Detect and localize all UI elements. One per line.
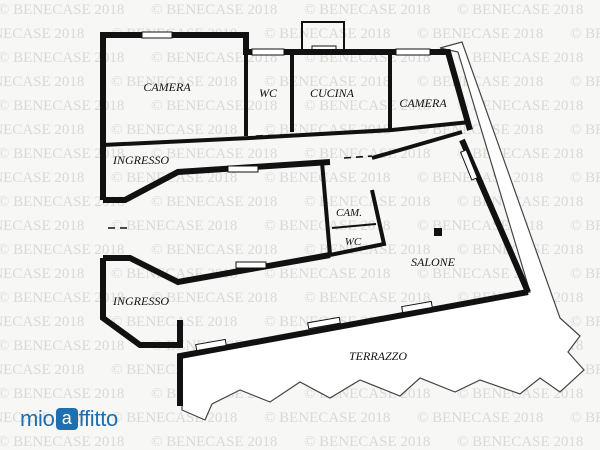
logo-badge-icon: a xyxy=(55,408,78,430)
room-label-wc-1: WC xyxy=(259,86,278,100)
watermark-text: © BENECASE 2018 xyxy=(570,122,600,138)
room-label-cucina: CUCINA xyxy=(310,86,355,100)
watermark-text: © BENECASE 2018 xyxy=(0,194,124,210)
door-wc xyxy=(255,134,283,137)
watermark-text: © BENECASE 2018 xyxy=(457,2,583,18)
window-east xyxy=(459,149,479,181)
watermark-text: © BENECASE 2018 xyxy=(457,98,583,114)
room-label-camera-1: CAMERA xyxy=(143,80,191,94)
watermark-text: © BENECASE 2018 xyxy=(111,170,237,186)
watermark-text: © BENECASE 2018 xyxy=(111,122,237,138)
room-labels: CAMERA WC CUCINA CAMERA INGRESSO CAM. WC SALONE… xyxy=(112,80,456,363)
watermark-text: © BENECASE 2018 xyxy=(0,50,124,66)
watermark-text: © BENECASE 2018 xyxy=(0,338,124,354)
watermark-text: © BENECASE 2018 xyxy=(417,26,543,42)
outer-wall-south xyxy=(177,289,529,406)
watermark-text: © BENECASE 2018 xyxy=(151,2,277,18)
watermark-text: © BENECASE 2018 xyxy=(417,74,543,90)
window-salone xyxy=(235,261,267,269)
watermark-text: © BENECASE 2018 xyxy=(417,266,543,282)
watermark-text: © BENECASE 2018 xyxy=(304,194,430,210)
watermark-text: © BENECASE 2018 xyxy=(151,242,277,258)
watermark-text: © BENECASE 2018 xyxy=(151,146,277,162)
watermark-text: © BENECASE 2018 xyxy=(417,410,543,426)
watermark-text: © BENECASE 2018 xyxy=(0,434,124,450)
watermark-text: © BENECASE 2018 xyxy=(457,434,583,450)
watermark-text: © BENECASE 2018 xyxy=(151,434,277,450)
outer-wall-east xyxy=(459,138,531,294)
watermark-text: © BENECASE 2018 xyxy=(304,434,430,450)
watermark-text: © BENECASE 2018 xyxy=(0,98,124,114)
watermark-text: © BENECASE 2018 xyxy=(570,218,600,234)
partition-rooms-south xyxy=(102,120,471,147)
watermark-text: © BENECASE 2018 xyxy=(0,74,84,90)
watermark-text: © BENECASE 2018 xyxy=(111,74,237,90)
logo-prefix: mio xyxy=(20,406,55,431)
balcony-top xyxy=(301,21,345,50)
watermark-text: © BENECASE 2018 xyxy=(304,2,430,18)
watermark-text: © BENECASE 2018 xyxy=(570,74,600,90)
watermark-text: © BENECASE 2018 xyxy=(0,362,84,378)
window-south-2 xyxy=(307,316,341,330)
terrace-outline xyxy=(181,41,585,421)
watermark-text: © BENECASE 2018 xyxy=(264,266,390,282)
watermark-text: © BENECASE 2018 xyxy=(264,26,390,42)
window-wc xyxy=(251,48,285,56)
watermark-text: © BENECASE 2018 xyxy=(457,50,583,66)
watermark-text: © BENECASE 2018 xyxy=(0,266,84,282)
watermark-text: © BENECASE 2018 xyxy=(304,290,430,306)
window-ingresso xyxy=(227,165,259,173)
watermark-text: © BENECASE 2018 xyxy=(0,146,124,162)
watermark-text: © BENECASE 2018 xyxy=(0,2,124,18)
room-label-cam-small: CAM. xyxy=(336,207,362,219)
watermark-text: © BENECASE 2018 xyxy=(0,386,124,402)
window-camera-2 xyxy=(395,48,431,56)
partition-camera2-salone xyxy=(371,130,463,160)
room-label-camera-2: CAMERA xyxy=(399,96,447,110)
pillar xyxy=(434,228,442,236)
watermark-text: © BENECASE 2018 xyxy=(111,314,237,330)
watermark-text: © BENECASE 2018 xyxy=(264,74,390,90)
watermark-text: © BENECASE 2018 xyxy=(111,218,237,234)
room-label-ingresso-1: INGRESSO xyxy=(112,153,169,167)
watermark-text: © BENECASE 2018 xyxy=(0,290,124,306)
window-camera xyxy=(141,31,173,39)
watermark-text: © BENECASE 2018 xyxy=(151,194,277,210)
door-salone xyxy=(343,155,373,159)
watermark-text: © BENECASE 2018 xyxy=(111,410,237,426)
watermark-text: © BENECASE 2018 xyxy=(0,26,84,42)
outer-wall-southwest xyxy=(100,258,183,348)
window-south-1 xyxy=(195,338,227,352)
room-label-salone: SALONE xyxy=(411,255,456,269)
logo-suffix: ffitto xyxy=(78,406,119,431)
partition-cam-wc xyxy=(320,161,387,257)
partition-cam-wc-inner xyxy=(331,223,377,229)
watermark-text: © BENECASE 2018 xyxy=(0,122,84,138)
watermark-text: © BENECASE 2018 xyxy=(0,314,84,330)
room-label-terrazzo: TERRAZZO xyxy=(349,349,407,363)
watermark-text: © BENECASE 2018 xyxy=(570,170,600,186)
watermark-text: © BENECASE 2018 xyxy=(570,26,600,42)
watermark-text: © BENECASE 2018 xyxy=(0,242,124,258)
watermark-text: © BENECASE 2018 xyxy=(264,170,390,186)
watermark-text: © BENECASE 2018 xyxy=(151,290,277,306)
watermark-text: © BENECASE 2018 xyxy=(457,146,583,162)
watermark-text: © BENECASE 2018 xyxy=(570,314,600,330)
watermark-text: © BENECASE 2018 xyxy=(0,170,84,186)
door-camera xyxy=(205,138,237,141)
watermark-text: © BENECASE 2018 xyxy=(304,98,430,114)
room-label-ingresso-2: INGRESSO xyxy=(112,294,169,308)
watermark-text: © BENECASE 2018 xyxy=(264,410,390,426)
watermark-text: © BENECASE 2018 xyxy=(0,218,84,234)
window-south-3 xyxy=(401,300,433,314)
watermark-text: © BENECASE 2018 xyxy=(570,266,600,282)
watermark-text: © BENECASE 2018 xyxy=(570,410,600,426)
room-label-wc-2: WC xyxy=(345,236,362,248)
watermark-text: © BENECASE 2018 xyxy=(151,98,277,114)
